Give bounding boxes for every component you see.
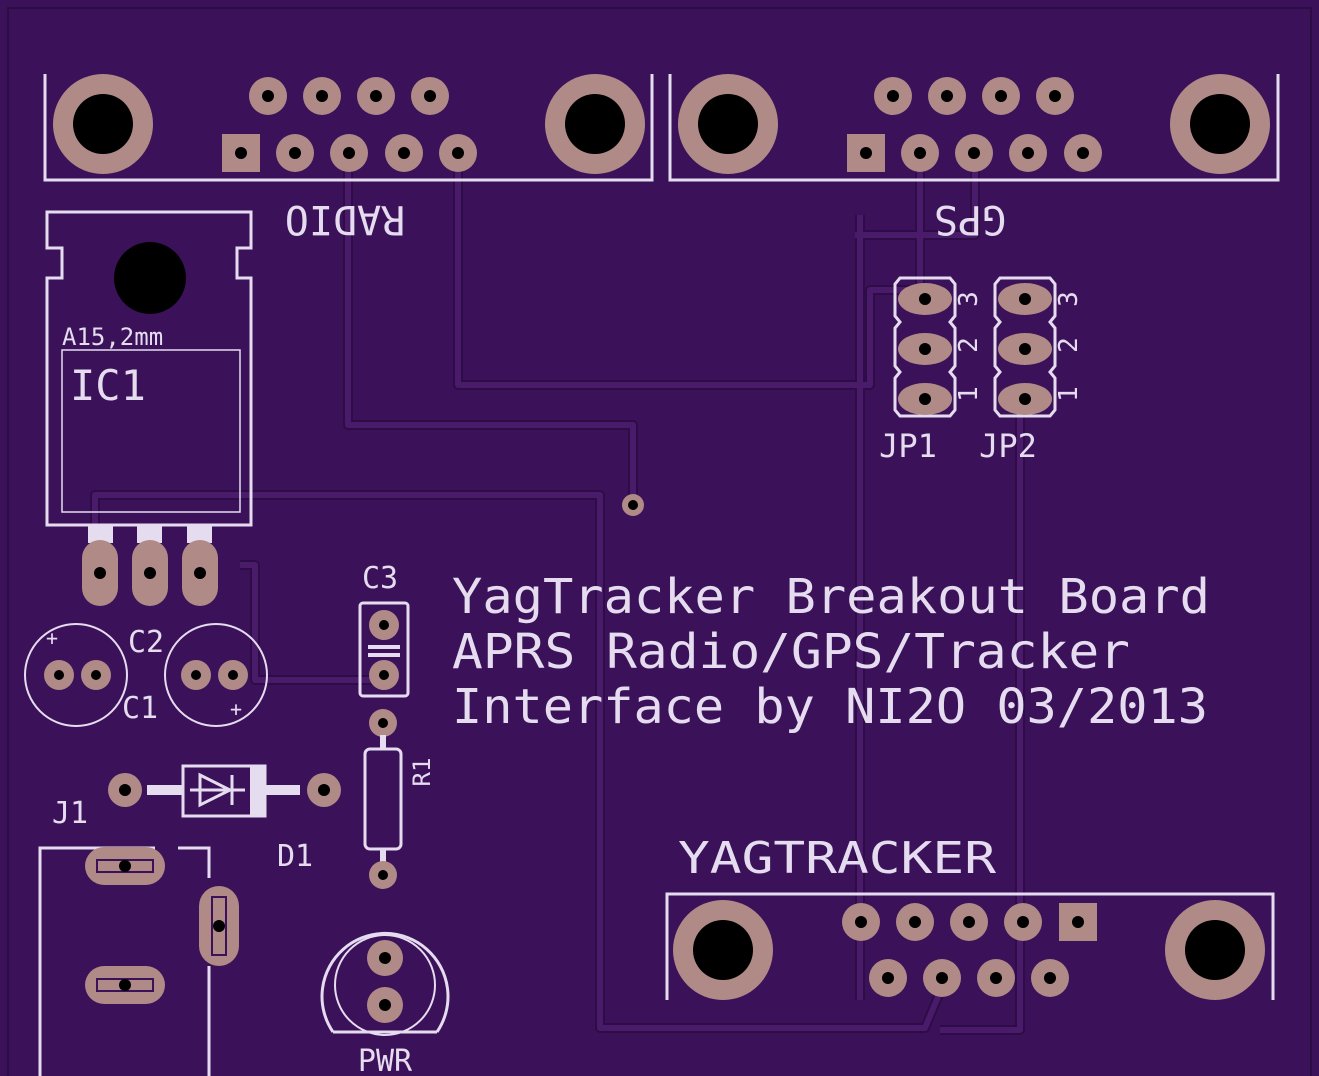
jp1-pin-3: 3 — [954, 291, 984, 307]
jp1-pin-1: 1 — [954, 386, 984, 402]
c3-label: C3 — [362, 561, 398, 596]
ic1-regulator: A15,2mm IC1 — [45, 210, 253, 606]
jp2-pin-1: 1 — [1054, 386, 1084, 402]
title-line-3: Interface by NI2O 03/2013 — [452, 679, 1208, 735]
d1-diode: D1 — [108, 764, 341, 874]
j1-power-jack: J1 — [38, 796, 239, 1076]
title-line-1: YagTracker Breakout Board — [452, 569, 1210, 625]
gps-connector: GPS — [668, 74, 1280, 242]
jp2-pin-2: 2 — [1054, 337, 1084, 353]
jp2-label: JP2 — [979, 427, 1037, 465]
jp1-header: 3 2 1 JP1 — [879, 276, 984, 465]
jp2-header: 3 2 1 JP2 — [979, 276, 1084, 465]
c2-capacitor: + C2 — [128, 623, 268, 727]
jp2-pin-3: 3 — [1054, 291, 1084, 307]
ic1-mounting-hole — [114, 242, 186, 314]
d1-label: D1 — [277, 839, 313, 874]
c2-label: C2 — [128, 625, 164, 660]
c1-capacitor: + C1 — [24, 623, 158, 727]
yagtracker-label: YAGTRACKER — [678, 833, 997, 884]
c2-plus: + — [230, 697, 242, 721]
r1-label: R1 — [408, 758, 436, 787]
copper-traces-top — [92, 152, 1023, 1033]
title-line-2: APRS Radio/GPS/Tracker — [452, 624, 1130, 680]
ic1-label: IC1 — [70, 361, 146, 410]
ic1-package: A15,2mm — [62, 323, 163, 351]
pwr-label: PWR — [358, 1044, 413, 1076]
c1-label: C1 — [122, 691, 158, 726]
via — [622, 494, 644, 516]
r1-resistor: R1 — [363, 709, 436, 889]
pwr-led: PWR — [320, 931, 450, 1076]
c3-capacitor: C3 — [358, 561, 410, 698]
radio-connector: RADIO — [43, 74, 654, 242]
gps-label: GPS — [934, 196, 1006, 242]
jp1-pin-2: 2 — [954, 337, 984, 353]
radio-label: RADIO — [285, 196, 405, 242]
yagtracker-connector: YAGTRACKER — [665, 833, 1275, 1000]
jp1-label: JP1 — [879, 427, 937, 465]
board-outline — [7, 7, 1312, 1076]
j1-label: J1 — [52, 796, 88, 831]
board-title: YagTracker Breakout Board APRS Radio/GPS… — [452, 569, 1210, 735]
c1-plus: + — [46, 626, 58, 650]
